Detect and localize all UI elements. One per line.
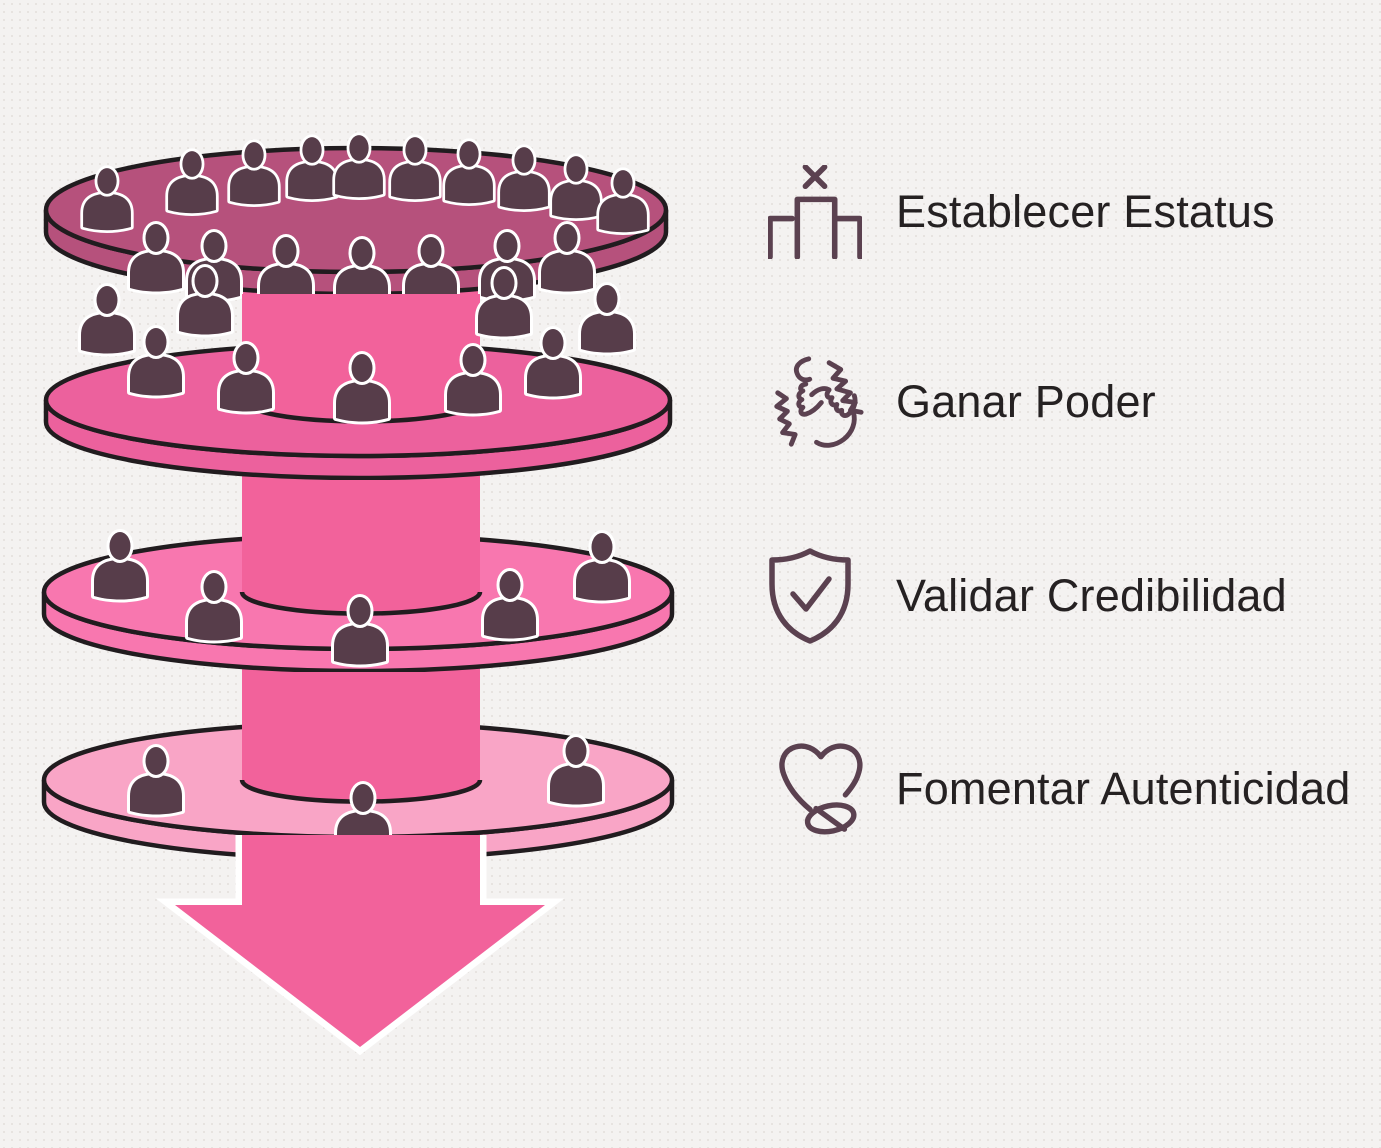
- arrow-shaft-through-disc: [242, 672, 480, 802]
- legend-item-label: Validar Credibilidad: [896, 570, 1287, 621]
- person-icon: [81, 286, 133, 354]
- legend-item-label: Fomentar Autenticidad: [896, 763, 1351, 814]
- person-icon: [581, 285, 633, 353]
- arrow-head: [155, 835, 565, 1056]
- person-icon: [94, 532, 146, 600]
- person-icon: [130, 328, 182, 396]
- funnel-diagram: [41, 0, 675, 1056]
- hands-grip-icon: [774, 355, 864, 448]
- shield-check-icon: [769, 548, 851, 644]
- legend-item-label: Ganar Poder: [896, 376, 1156, 427]
- legend-item-ganar-poder: Ganar Poder: [750, 345, 1370, 459]
- arrow-shaft-through-disc: [242, 480, 480, 614]
- legend-item-validar-credibilidad: Validar Credibilidad: [750, 539, 1370, 653]
- person-icon: [527, 329, 579, 397]
- person-icon: [335, 135, 383, 197]
- person-icon: [576, 533, 628, 601]
- heart-authentic-icon: [779, 742, 863, 834]
- legend-item-fomentar-autenticidad: Fomentar Autenticidad: [750, 732, 1370, 846]
- legend-item-establecer-estatus: Establecer Estatus: [750, 155, 1370, 269]
- legend-item-label: Establecer Estatus: [896, 186, 1275, 237]
- podium-x-icon: [768, 165, 862, 259]
